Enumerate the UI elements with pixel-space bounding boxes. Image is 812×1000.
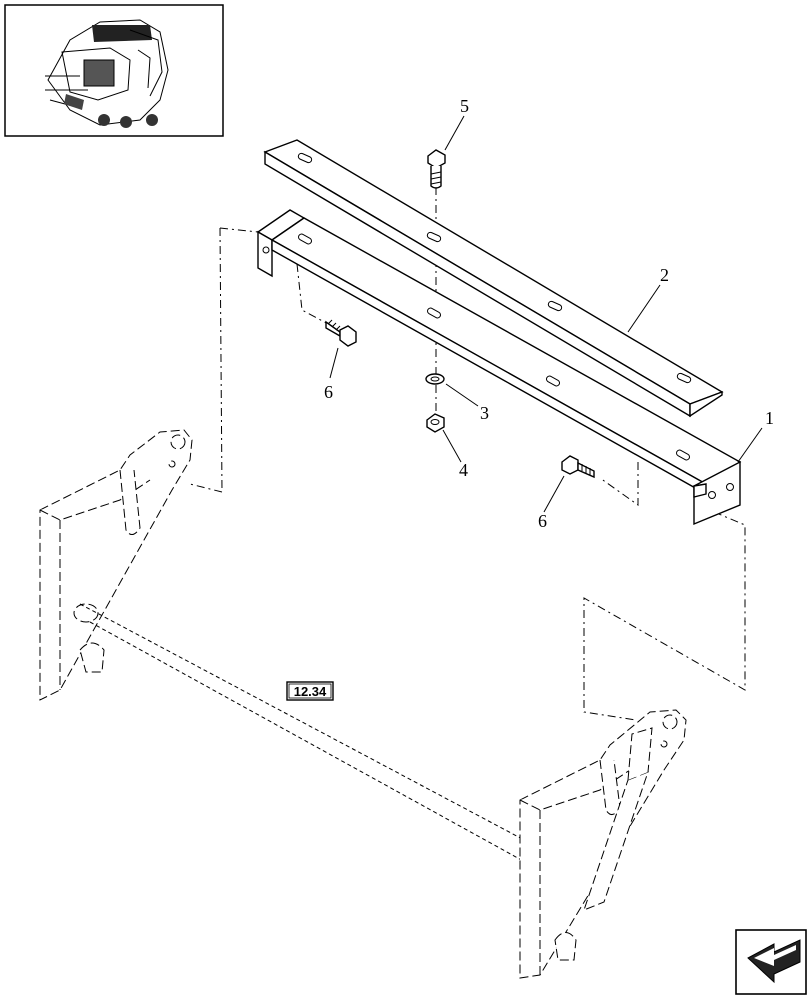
callouts: 1 2 3 4 5 6 6 — [324, 96, 774, 531]
bolt-part-5[interactable] — [427, 149, 446, 189]
nut-part-4[interactable] — [426, 413, 445, 433]
bolt-part-6-left[interactable] — [325, 319, 357, 347]
overview-thumbnail[interactable] — [4, 4, 224, 137]
callout-4: 4 — [459, 460, 468, 480]
previous-page-arrow-icon — [747, 939, 801, 984]
callout-2: 2 — [660, 265, 669, 285]
callout-5: 5 — [460, 96, 469, 116]
reference-box-label: 12.34 — [294, 684, 327, 699]
washer-part-3[interactable] — [425, 373, 445, 385]
angle-bar-part-1[interactable] — [256, 209, 742, 526]
callout-1: 1 — [765, 408, 774, 428]
baler-overview-icon — [45, 19, 169, 128]
flat-bar-part-2[interactable] — [263, 139, 724, 418]
callout-6-right: 6 — [538, 511, 547, 531]
callout-6-left: 6 — [324, 382, 333, 402]
bolt-part-6-right[interactable] — [561, 455, 595, 479]
callout-3: 3 — [480, 403, 489, 423]
reference-box-12-34[interactable]: 12.34 — [286, 681, 334, 701]
phantom-frame — [39, 429, 687, 979]
previous-page-button[interactable] — [735, 929, 807, 995]
